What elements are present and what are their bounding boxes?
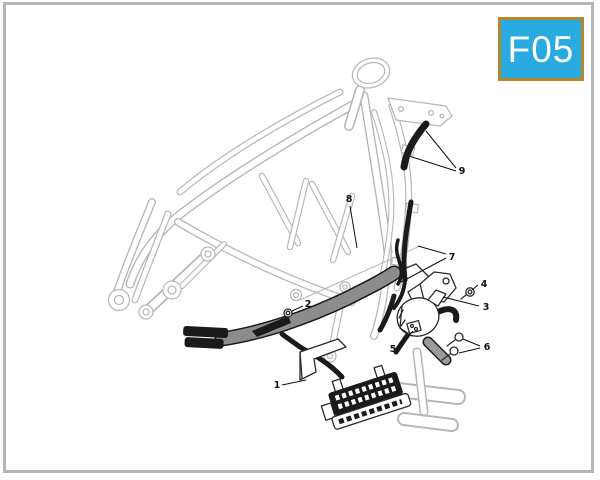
callout-6: 6 <box>458 338 491 354</box>
callout-7: 7 <box>400 245 456 283</box>
callout-7-leader-a <box>417 245 447 255</box>
callout-5-label: 5 <box>390 344 397 355</box>
callout-6-leader-b <box>458 347 481 354</box>
callout-3-leader <box>442 296 480 307</box>
callout-7-label: 7 <box>449 252 456 263</box>
callout-6-label: 6 <box>484 342 491 353</box>
page-code-badge: F05 <box>498 17 584 81</box>
cable-7c <box>392 278 407 310</box>
hose-9 <box>400 120 430 171</box>
ecu-connector <box>320 364 412 430</box>
callout-8-leader <box>349 205 358 249</box>
page-code: F05 <box>507 28 575 70</box>
wiring-harness <box>183 265 402 349</box>
callout-8: 8 <box>346 194 358 249</box>
harness-branch <box>252 316 291 337</box>
cable-7b <box>394 238 404 286</box>
callout-2-label: 2 <box>305 299 312 310</box>
frame-line-art <box>107 57 459 425</box>
bolt-part-2 <box>283 308 293 318</box>
callout-9-label: 9 <box>459 166 466 177</box>
callout-4-label: 4 <box>481 279 488 290</box>
callout-1-label: 1 <box>274 380 281 391</box>
callout-2: 2 <box>291 299 312 312</box>
callout-8-label: 8 <box>346 194 353 205</box>
bolt-part-4 <box>460 287 475 300</box>
pump-part-5 <box>396 289 452 366</box>
callout-2-leader <box>291 305 304 312</box>
callout-1-leader <box>281 379 307 386</box>
cable-7a <box>401 199 414 283</box>
pump-hose-left <box>377 293 397 333</box>
connector-cable-upper <box>279 331 303 350</box>
callout-3-label: 3 <box>483 302 490 313</box>
callout-6-leader-a <box>462 338 481 347</box>
callout-7-leader-b <box>400 257 447 283</box>
callout-5-leader <box>397 330 414 348</box>
callout-3: 3 <box>442 296 490 313</box>
callout-9-leader-a <box>425 130 457 169</box>
subframe-edge-line <box>299 245 421 301</box>
screws-part-6 <box>441 332 464 361</box>
harness-connector-ends <box>183 326 229 349</box>
connector-cable <box>297 344 345 380</box>
callout-5: 5 <box>390 330 414 355</box>
callout-9: 9 <box>408 130 466 177</box>
callout-4-leader <box>471 284 479 291</box>
callouts: 1 2 3 4 5 6 7 8 <box>274 130 491 391</box>
callout-9-leader-b <box>408 155 457 172</box>
steering-head-ring <box>351 57 391 89</box>
callout-4: 4 <box>471 279 488 291</box>
bracket-part-1 <box>299 338 347 381</box>
rubber-sleeve <box>424 338 450 364</box>
subframe-plate <box>387 97 453 127</box>
callout-1: 1 <box>274 379 307 391</box>
